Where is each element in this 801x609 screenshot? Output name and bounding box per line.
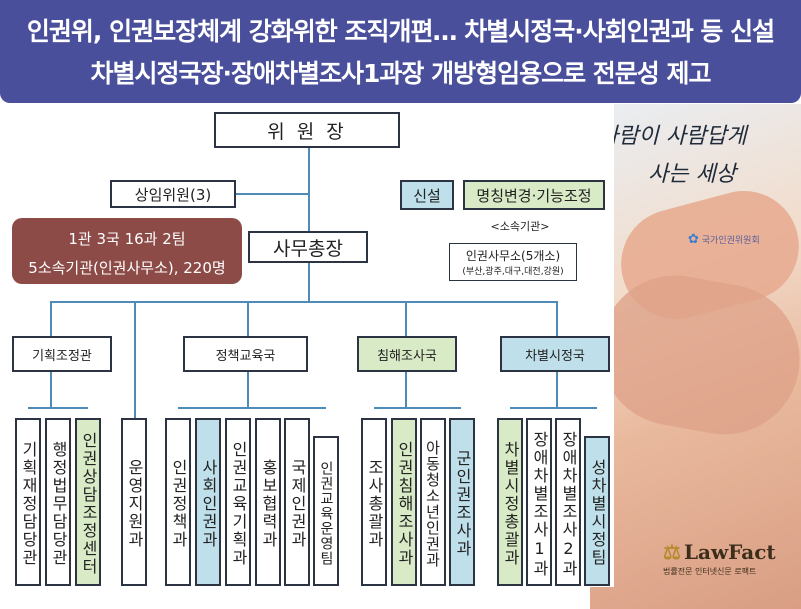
unit-box: 인권침해조사과 [391,418,417,586]
unit-box: 장애차별조사2과 [555,418,581,586]
connector [247,372,249,408]
connector [405,372,407,408]
secretary-general-box: 사무총장 [248,231,368,263]
connector [374,407,461,409]
connector [134,301,557,303]
connector [50,301,52,336]
lawfact-name: ⚖LawFact [663,540,799,564]
logo-icon: ✿ [688,232,699,247]
unit-box: 국제인권과 [284,418,310,586]
nhrck-logo: ✿ 국가인권위원회 [688,232,760,247]
chair-box: 위 원 장 [214,112,400,148]
unit-box: 행정법무담당관 [45,418,71,586]
unit-box: 아동청소년인권과 [420,418,446,586]
lawfact-tagline: 법률전문 인터넷신문 로팩트 [663,567,757,576]
unit-box: 성차별시정팀 [584,436,610,586]
connector [556,301,558,336]
connector [50,372,52,408]
connector [308,148,310,232]
unit-box: 인권정책과 [165,418,191,586]
slogan: 사람이 사람답게 사는 세상 [598,118,798,194]
headline-line2: 차별시정국장·장애차별조사1과장 개방형임용으로 전문성 제고 [90,59,711,88]
bureau-planning: 기획조정관 [12,336,112,372]
lawfact-wordmark: LawFact [683,540,776,564]
unit-box: 기획재정담당관 [15,418,41,586]
unit-box: 장애차별조사1과 [526,418,552,586]
connector [405,301,407,336]
unit-box: 군인권조사과 [449,418,475,586]
legend-renamed: 명칭변경·기능조정 [463,180,605,210]
headline-banner: 인권위, 인권보장체계 강화위한 조직개편… 차별시정국·사회인권과 등 신설 … [0,0,801,103]
connector [247,301,249,336]
unit-box: 사회인권과 [195,418,221,586]
unit-box: 조사총괄과 [361,418,387,586]
affiliated-box: 인권사무소(5개소) (부산,광주,대구,대전,강원) [449,243,577,281]
bureau-policy-education: 정책교육국 [183,336,308,372]
connector [134,301,136,418]
connector [236,193,308,195]
affiliated-name: 인권사무소(5개소) [465,249,561,263]
logo-text: 국가인권위원회 [701,236,760,246]
unit-box: 인권교육운영팀 [313,436,339,586]
connector [50,301,134,303]
affiliated-cities: (부산,광주,대구,대전,강원) [462,267,564,277]
unit-box: 운영지원과 [121,418,147,586]
legend-new: 신설 [400,180,454,210]
summary-badge: 1관 3국 16과 2팀 5소속기관(인권사무소), 220명 [12,218,242,284]
bureau-investigation: 침해조사국 [357,336,457,372]
summary-line1: 1관 3국 16과 2팀 [68,230,186,248]
bureau-discrimination: 차별시정국 [500,336,610,372]
unit-box: 인권교육기획과 [225,418,251,586]
headline-line1: 인권위, 인권보장체계 강화위한 조직개편… 차별시정국·사회인권과 등 신설 [26,17,775,46]
slogan-line2: 사는 세상 [648,162,736,187]
unit-box: 차별시정총괄과 [497,418,523,586]
slogan-line1: 사람이 사람답게 [598,124,747,149]
unit-box: 홍보협력과 [255,418,281,586]
unit-box: 인권상담조정센터 [75,418,101,586]
connector [178,407,326,409]
connector [308,262,310,302]
standing-commissioners-box: 상임위원(3) [110,180,236,208]
connector [510,407,597,409]
connector [556,372,558,408]
summary-line2: 5소속기관(인권사무소), 220명 [28,259,226,277]
affiliated-label: <소속기관> [490,220,550,233]
lawfact-logo: ⚖LawFact 법률전문 인터넷신문 로팩트 [663,540,799,577]
connector [28,407,88,409]
scale-icon: ⚖ [663,540,681,564]
